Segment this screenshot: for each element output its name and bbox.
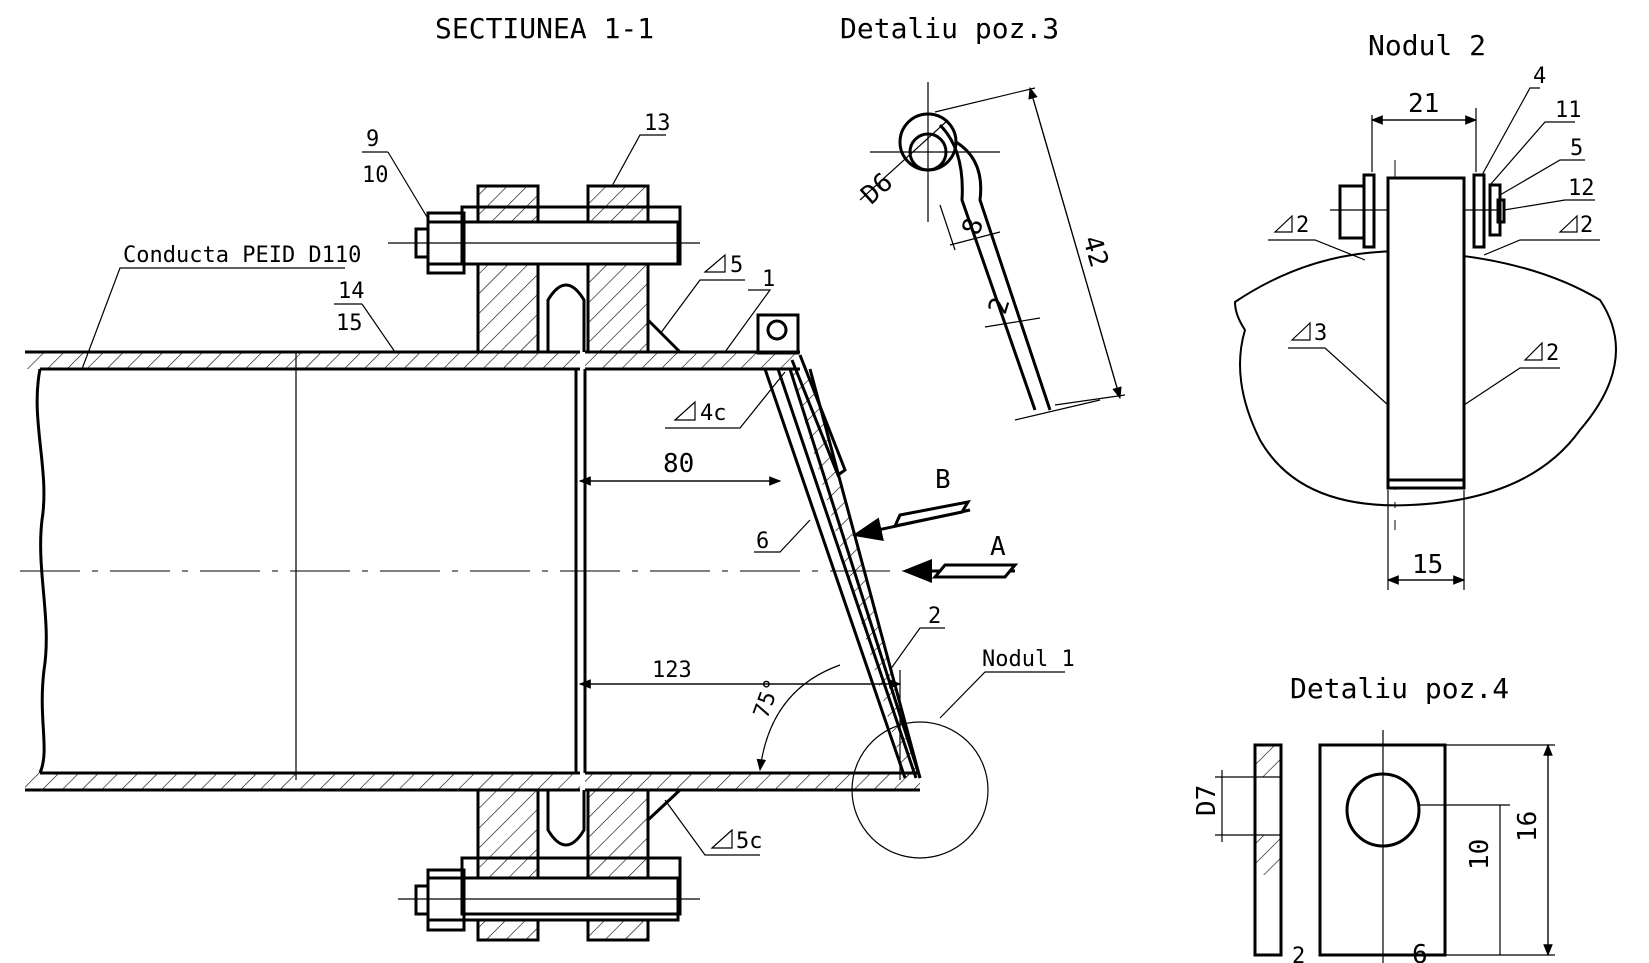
pos-1: 1 (762, 267, 775, 292)
valve-top-wall (585, 352, 800, 369)
dim-angle: 75° (749, 676, 786, 722)
node2-view: 21 15 4 11 5 12 2 2 3 2 (1233, 64, 1617, 590)
dim-10: 10 (1465, 839, 1495, 870)
section-view: 80 123 75° A B Conducta PEID D110 9 10 1… (20, 111, 1075, 942)
pipe-label: Conducta PEID D110 (123, 243, 361, 268)
eye-inner (908, 132, 948, 172)
pos-13: 13 (644, 111, 671, 136)
flap-hinge-arm (790, 354, 847, 478)
bottom-washer-outline (460, 856, 682, 916)
weld-5c: 5c (736, 829, 763, 854)
node2-nut (1338, 184, 1366, 240)
dim-21: 21 (1408, 89, 1439, 119)
dim-2-detail4: 2 (1292, 944, 1305, 963)
pos-6: 6 (756, 529, 769, 554)
pos-10: 10 (362, 163, 389, 188)
hinge-pin (766, 319, 788, 341)
node2-title: Nodul 2 (1368, 29, 1486, 62)
hinge-block (756, 313, 800, 355)
pipe-bottom-wall (25, 773, 580, 790)
dim-123: 123 (652, 658, 692, 683)
node2-weld-3: 3 (1314, 321, 1327, 346)
dim-6-detail4: 6 (1412, 940, 1428, 963)
detail4-view: D7 10 16 2 6 (1192, 730, 1555, 963)
pos-2: 2 (928, 604, 941, 629)
pos-14: 14 (338, 279, 365, 304)
node2-weld-2a: 2 (1296, 213, 1309, 238)
arrow-b-label: B (935, 465, 951, 495)
dim-80: 80 (663, 449, 694, 479)
dim-d7: D7 (1192, 785, 1222, 816)
valve-bottom-wall (585, 773, 920, 790)
node2-pos-5: 5 (1570, 136, 1583, 161)
flange-top-bend (546, 283, 586, 352)
node2-weld-2b: 2 (1580, 213, 1593, 238)
node2-pos-12: 12 (1568, 176, 1595, 201)
arrow-a-label: A (990, 532, 1006, 562)
pipe-top-wall (25, 352, 580, 369)
pos-15: 15 (336, 311, 363, 336)
pos-9: 9 (366, 127, 379, 152)
weld-4c: 4c (700, 401, 727, 426)
node2-weld-2c: 2 (1546, 341, 1559, 366)
node2-pos-4: 4 (1533, 64, 1546, 89)
detail3-view: 42 8 2 D6 (856, 82, 1126, 421)
dim-16: 16 (1513, 811, 1543, 842)
weld-5: 5 (730, 253, 743, 278)
node2-right-washer (1472, 173, 1486, 249)
node2-pos-11: 11 (1555, 98, 1582, 123)
section-title: SECTIUNEA 1-1 (435, 12, 654, 45)
pipe-break-line (35, 368, 48, 774)
detail3-title: Detaliu poz.3 (840, 12, 1059, 45)
node1-label: Nodul 1 (982, 647, 1075, 672)
node1-circle (851, 721, 989, 859)
node2-plate (1386, 176, 1466, 490)
flange-bottom-bend (546, 790, 586, 847)
dim-d6: D6 (856, 167, 899, 210)
dim-15: 15 (1412, 550, 1443, 580)
detail4-title: Detaliu poz.4 (1290, 672, 1509, 705)
